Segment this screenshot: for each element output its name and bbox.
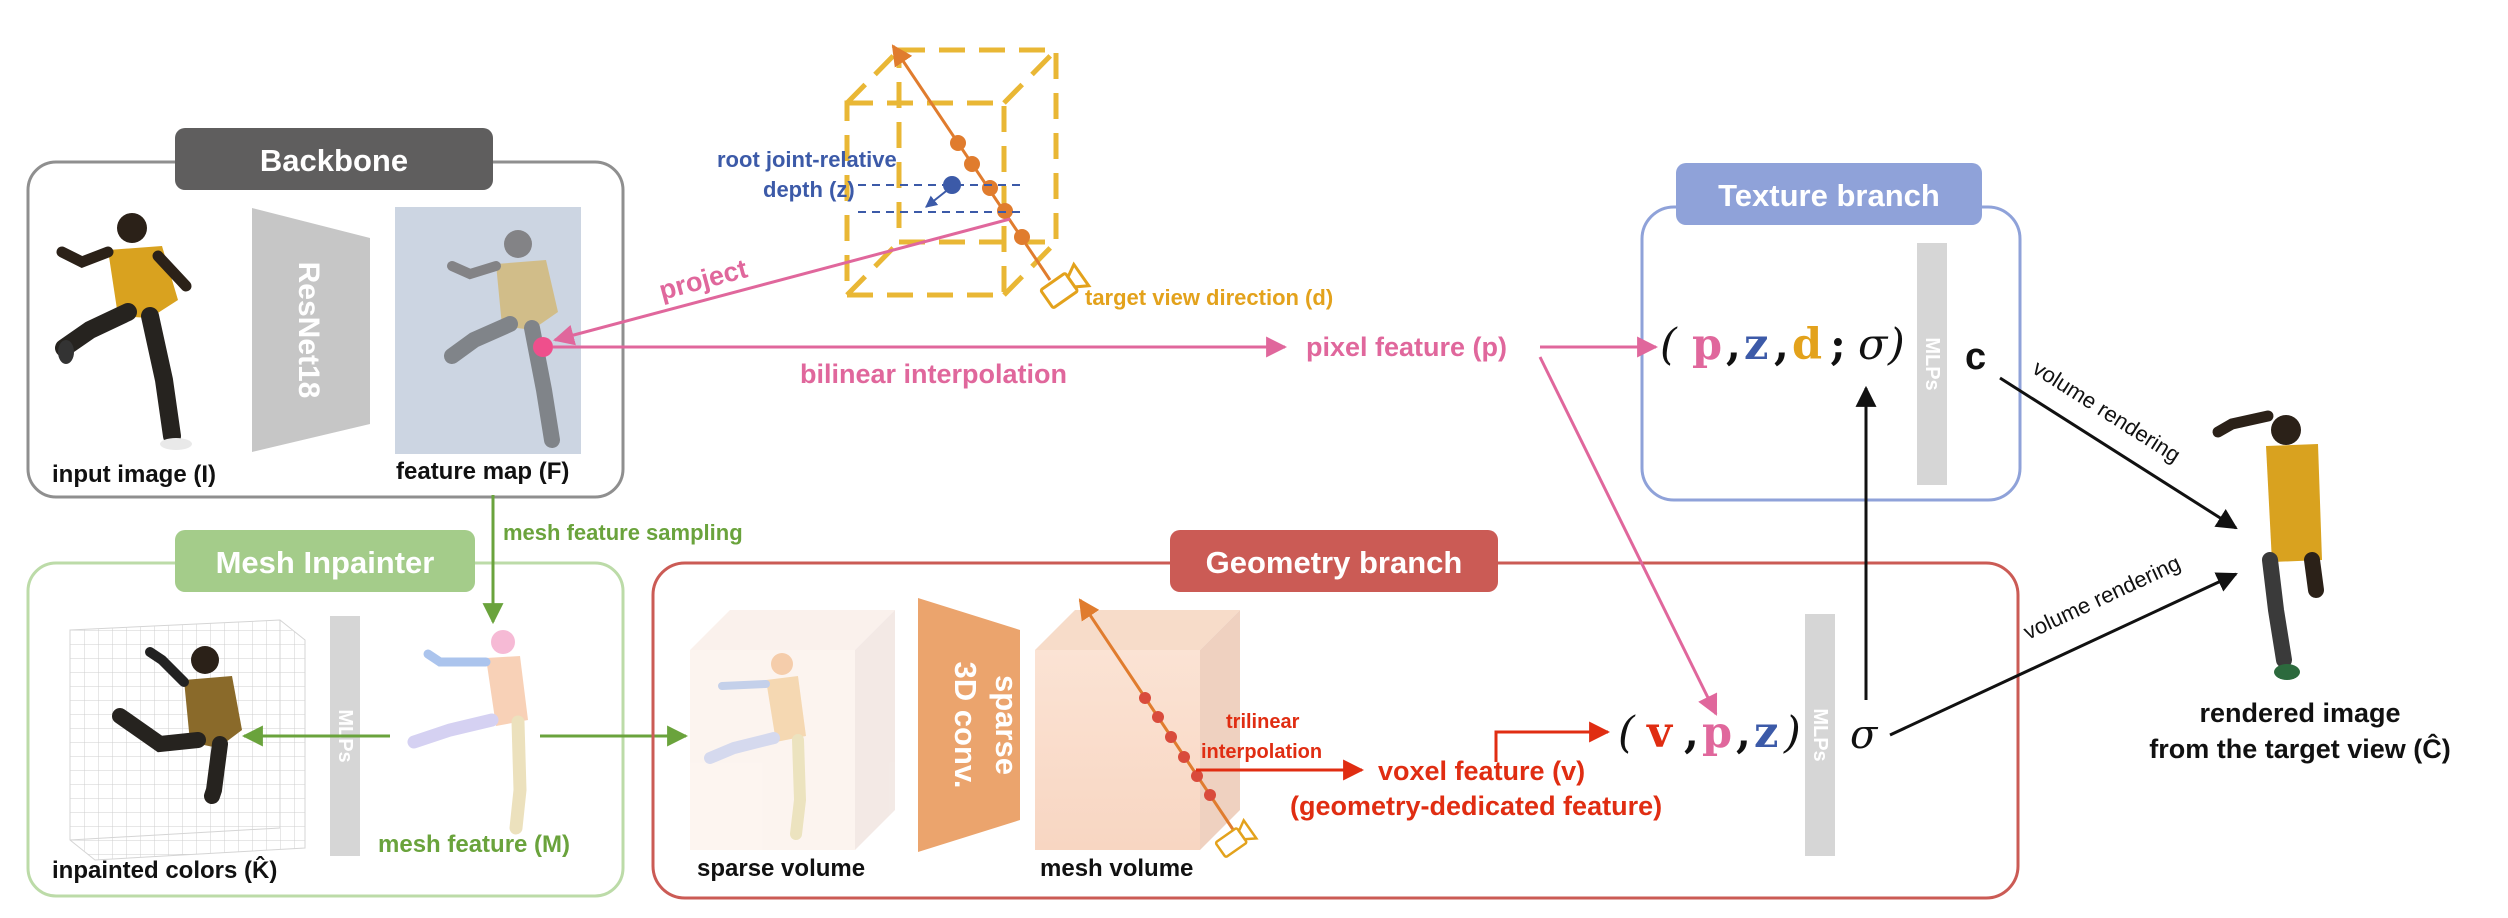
geo-tuple-c2: , — [1736, 708, 1751, 758]
texture-title: Texture branch — [1718, 178, 1940, 213]
pixel-feature-label: pixel feature (p) — [1306, 332, 1507, 362]
ray-samples — [950, 135, 1030, 245]
texture-mlp-label: MLPs — [1921, 337, 1943, 390]
backbone-title-bg — [175, 128, 493, 190]
rendered-caption-line2: from the target view (Ĉ) — [2149, 733, 2451, 764]
tex-tuple-semi: ; — [1830, 320, 1846, 370]
camera-icon — [1039, 261, 1092, 309]
rendered-person — [2212, 410, 2324, 680]
geo-tuple-c1: , — [1684, 708, 1699, 758]
sparse-volume-caption: sparse volume — [697, 855, 865, 882]
voxel-to-tuple-arrow — [1494, 721, 1611, 762]
trilinear-line1: trilinear — [1226, 711, 1300, 733]
pixel-to-geometry-arrow — [1538, 356, 1718, 716]
volume-render-bottom-label: volume rendering — [2020, 550, 2185, 644]
tex-tuple-sigma: σ — [1858, 320, 1889, 370]
tex-tuple-d: d — [1792, 320, 1822, 370]
input-image-caption: input image (I) — [52, 461, 216, 488]
feature-map-caption: feature map (F) — [396, 458, 569, 485]
tex-tuple-close: ) — [1887, 320, 1905, 370]
target-view-label: target view direction (d) — [1085, 285, 1333, 310]
tex-output-c: c — [1965, 336, 1986, 378]
volume-render-top-arrow — [1999, 376, 2238, 530]
mesh-inpainter-title-bg — [175, 530, 475, 592]
tex-tuple-z: z — [1744, 320, 1768, 370]
volume-render-bottom-arrow — [1889, 572, 2238, 737]
root-depth-line2: depth (z) — [763, 177, 855, 202]
inpainted-person — [112, 646, 242, 804]
geo-sigma: σ — [1850, 712, 1879, 758]
voxel-feature-label: voxel feature (v) — [1378, 756, 1585, 786]
trilinear-line2: interpolation — [1201, 741, 1322, 763]
geometry-mlp-label: MLPs — [1809, 708, 1831, 761]
inpainted-caption: inpainted colors (K̂) — [52, 856, 277, 884]
feature-map — [395, 207, 581, 454]
mesh-inpainter-title: Mesh Inpainter — [216, 545, 435, 580]
dashed-cube — [844, 47, 1059, 298]
resnet-label: ResNet18 — [292, 262, 325, 399]
geo-tuple-z: z — [1754, 708, 1778, 758]
texture-mlp-block — [1917, 243, 1947, 485]
camera-icon-small — [1214, 817, 1259, 858]
depth-indicator — [925, 187, 951, 208]
geo-tuple-close: ) — [1783, 708, 1801, 758]
rendered-caption-line1: rendered image — [2199, 698, 2400, 728]
mesh-volume-cube — [1035, 610, 1240, 850]
geo-tuple-p: p — [1702, 708, 1732, 758]
input-image-person — [55, 213, 192, 450]
geometry-branch-panel: Geometry branch sparse volume sparse 3D … — [651, 530, 2020, 900]
mesh-volume-caption: mesh volume — [1040, 855, 1193, 882]
resnet-block — [252, 208, 370, 452]
tex-tuple-open: ( — [1660, 320, 1678, 370]
geometry-tuple: ( v , p , z ) — [1618, 708, 1801, 758]
mesh-feature-caption: mesh feature (M) — [378, 831, 570, 858]
sparse-conv-line2: 3D conv. — [948, 662, 983, 789]
ray-diagram: root joint-relative depth (z) target vie… — [717, 44, 1333, 310]
root-depth-line1: root joint-relative — [717, 147, 897, 172]
texture-title-bg — [1676, 163, 1982, 225]
geo-tuple-v: v — [1646, 708, 1674, 758]
bilinear-label: bilinear interpolation — [800, 359, 1067, 389]
backbone-panel: Backbone ResNet18 input image (I) featur… — [26, 128, 625, 499]
project-arrow — [552, 217, 1011, 346]
voxel-feature-note: (geometry-dedicated feature) — [1290, 791, 1662, 821]
geometry-title-bg — [1170, 530, 1498, 592]
texture-tuple: ( p , z , d ; σ ) — [1660, 320, 1905, 370]
geo-tuple-open: ( — [1618, 708, 1636, 758]
sparse-volume-figure — [704, 653, 807, 840]
geometry-title: Geometry branch — [1206, 545, 1463, 580]
tex-tuple-c2: , — [1774, 320, 1789, 370]
geometry-mlp-block — [1805, 614, 1835, 856]
project-label: project — [656, 254, 751, 306]
tex-tuple-c1: , — [1726, 320, 1741, 370]
texture-branch-panel: Texture branch ( p , z , d ; σ ) MLPs c — [1640, 163, 2022, 502]
mesh-ray-samples — [1139, 692, 1216, 801]
tex-tuple-p: p — [1692, 320, 1722, 370]
mesh-inpainter-panel: Mesh Inpainter MLPs mesh feature (M) inp… — [26, 530, 625, 898]
sparse-conv-line1: sparse — [989, 675, 1024, 775]
mesh-sampling-label: mesh feature sampling — [503, 520, 743, 545]
backbone-title: Backbone — [260, 143, 408, 178]
sparse-conv-block — [918, 598, 1020, 852]
sample-point — [533, 337, 553, 357]
mesh-feature-figure — [407, 630, 528, 835]
